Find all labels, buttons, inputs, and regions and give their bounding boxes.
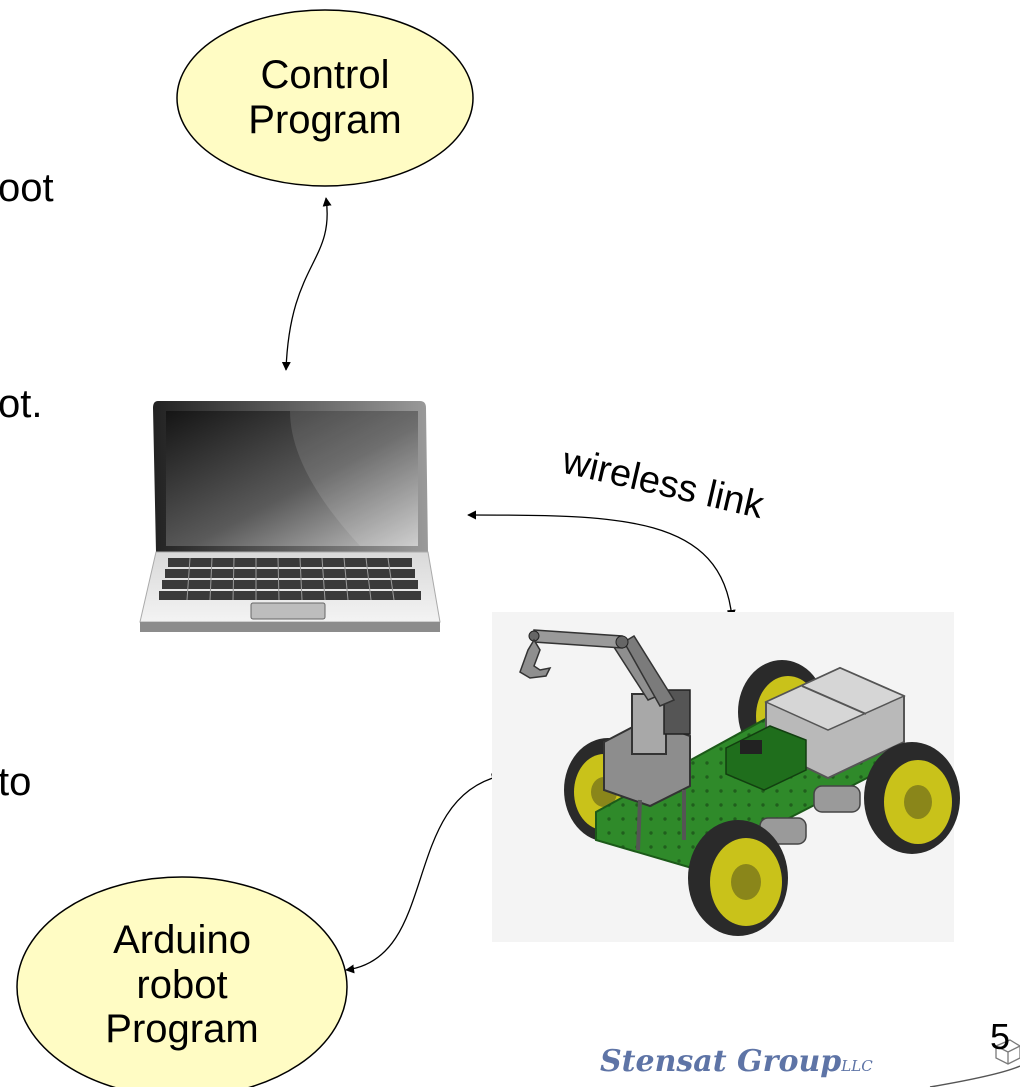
clipped-text-line-3: to bbox=[0, 760, 32, 804]
edge-laptop-robot bbox=[467, 510, 736, 619]
edge-arduino-robot bbox=[345, 773, 501, 974]
robot-image bbox=[492, 612, 960, 942]
logo-name: Stensat Group bbox=[600, 1044, 842, 1079]
clipped-text-line-1: oot bbox=[0, 166, 54, 210]
edge-control-laptop bbox=[281, 197, 332, 371]
logo-suffix: LLC bbox=[841, 1057, 873, 1075]
stensat-group-logo: Stensat GroupLLC bbox=[600, 1044, 873, 1079]
control-program-line-1: Control bbox=[260, 53, 390, 98]
arduino-program-node bbox=[16, 876, 348, 1087]
cube-icon bbox=[995, 1039, 1020, 1065]
page-number: 5 bbox=[990, 1016, 1011, 1057]
arduino-program-line-3: Program bbox=[105, 1007, 259, 1052]
control-program-label: Control Program bbox=[195, 38, 455, 158]
arduino-program-line-2: robot bbox=[136, 962, 228, 1007]
control-program-node bbox=[176, 9, 474, 187]
footer-swoosh bbox=[929, 1065, 1020, 1087]
laptop-image bbox=[139, 401, 441, 632]
clipped-text-line-2: ot. bbox=[0, 382, 43, 426]
control-program-line-2: Program bbox=[248, 98, 402, 142]
arduino-program-line-1: Arduino bbox=[113, 917, 251, 962]
arduino-program-label: Arduino robot Program bbox=[62, 900, 302, 1070]
